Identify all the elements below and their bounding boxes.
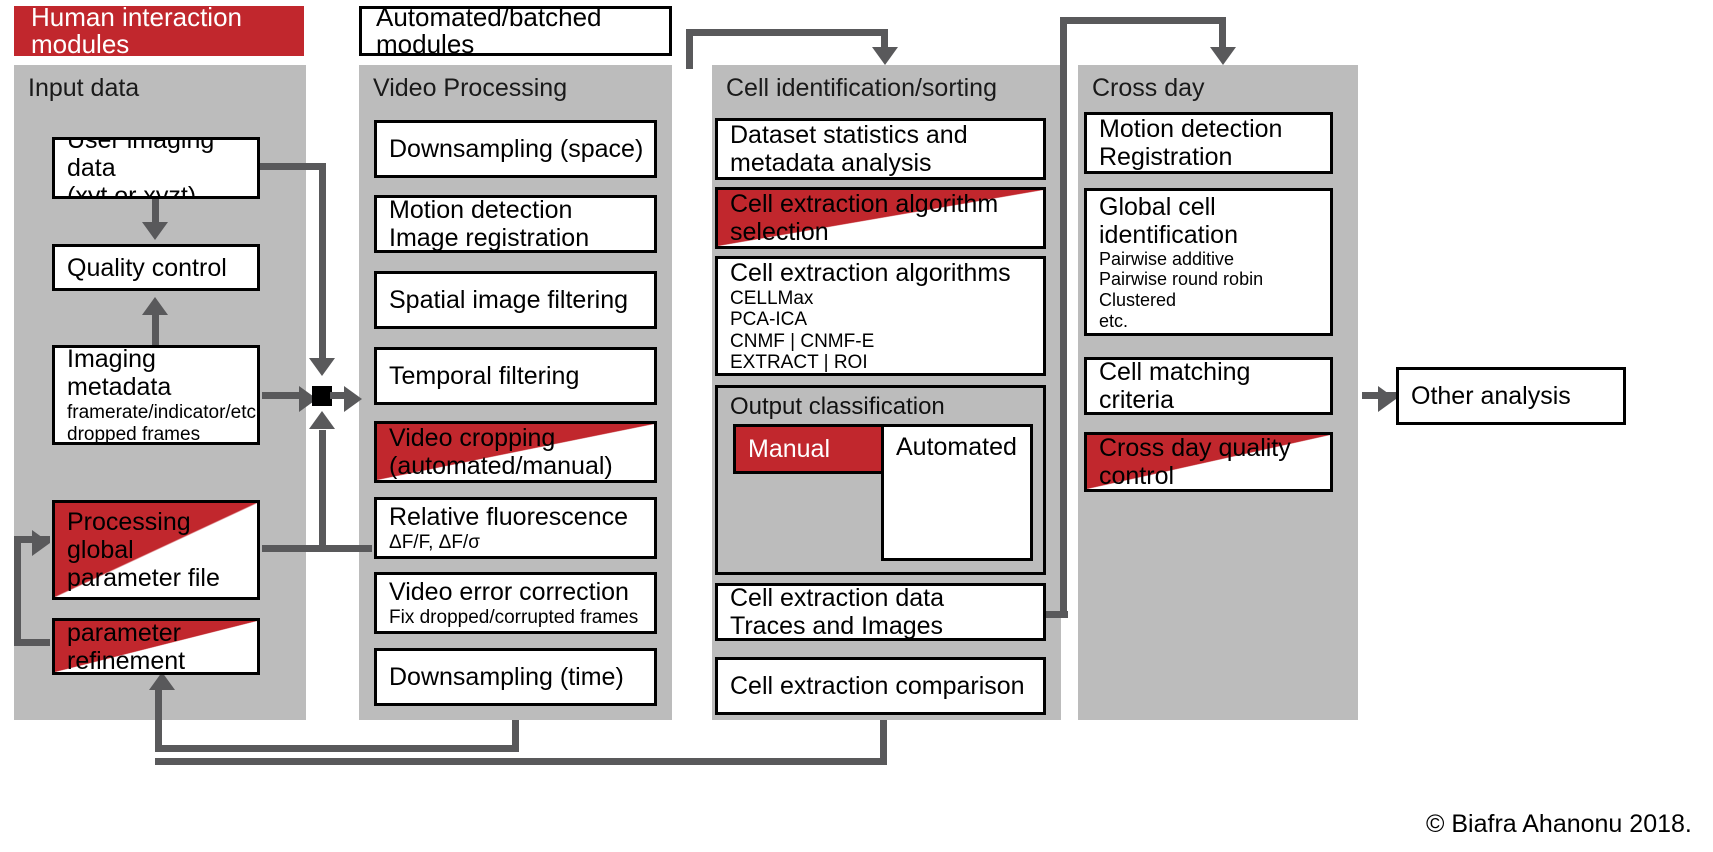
connector-junction-to-video-h: [330, 392, 352, 399]
node-temporal-filtering[interactable]: Temporal filtering: [374, 347, 657, 405]
connector-auto-to-cell-stub: [686, 29, 693, 69]
node-global-cell-identification-detail: Pairwise additive Pairwise round robin C…: [1099, 248, 1264, 331]
node-imaging-metadata-detail: framerate/indicator/etc. dropped frames: [67, 402, 260, 445]
node-relative-fluorescence-detail: ΔF/F, ΔF/σ: [389, 531, 480, 553]
connector-auto-to-cell-v: [881, 29, 888, 51]
node-downsampling-time-title: Downsampling (time): [389, 663, 624, 691]
connector-userimaging-arrow: [309, 358, 335, 376]
feedback-paramrefine-left-h: [14, 639, 50, 646]
legend-human-interaction: Human interaction modules: [14, 1, 304, 59]
connector-paramfile-v: [319, 430, 326, 550]
node-video-cropping[interactable]: Video cropping (automated/manual): [374, 421, 657, 483]
connector-paramfile-arrow: [309, 411, 335, 429]
connector-auto-to-crossday-v: [1219, 17, 1226, 51]
node-relative-fluorescence[interactable]: Relative fluorescence ΔF/F, ΔF/σ: [374, 497, 657, 559]
feedback-video-v: [512, 720, 519, 752]
feedback-cell-v: [880, 720, 887, 765]
node-spatial-image-filtering[interactable]: Spatial image filtering: [374, 271, 657, 329]
node-cell-extraction-data[interactable]: Cell extraction data Traces and Images: [715, 583, 1046, 641]
node-downsampling-time[interactable]: Downsampling (time): [374, 648, 657, 706]
node-downsampling-space[interactable]: Downsampling (space): [374, 120, 657, 178]
connector-crossday-to-other-arrow: [1378, 386, 1396, 412]
connector-metadata-h: [262, 392, 304, 399]
node-cell-extraction-algorithm-selection[interactable]: Cell extraction algorithm selection: [715, 187, 1046, 249]
legend-human-label: Human interaction modules: [31, 1, 242, 59]
node-cell-matching-criteria-title: Cell matching criteria: [1099, 358, 1251, 414]
connector-user-to-quality-arrow: [142, 222, 168, 240]
connector-junction-to-video-arrow: [344, 386, 362, 412]
connector-metadata-to-quality-arrow: [142, 297, 168, 315]
node-parameter-refinement-title: parameter refinement: [67, 618, 186, 675]
node-cell-extraction-algorithms[interactable]: Cell extraction algorithms CELLMax PCA-I…: [715, 256, 1046, 376]
node-quality-control-title: Quality control: [67, 253, 227, 282]
legend-automated-label: Automated/batched modules: [376, 1, 602, 59]
node-global-cell-identification[interactable]: Global cell identification Pairwise addi…: [1084, 188, 1333, 336]
connector-celldata-to-crossday-h: [1046, 611, 1068, 618]
node-user-imaging-data-title: User imaging data: [67, 137, 215, 182]
node-motion-detection-registration-title: Motion detection Image registration: [389, 196, 590, 252]
node-parameter-refinement[interactable]: parameter refinement: [52, 618, 260, 675]
node-spatial-image-filtering-title: Spatial image filtering: [389, 286, 629, 314]
connector-metadata-to-quality: [152, 315, 159, 349]
connector-userimaging-v: [319, 163, 326, 359]
node-cross-day-quality-control-title: Cross day quality control: [1099, 434, 1291, 490]
node-other-analysis-title: Other analysis: [1411, 382, 1571, 410]
node-dataset-statistics[interactable]: Dataset statistics and metadata analysis: [715, 118, 1046, 180]
node-crossday-motion-detection[interactable]: Motion detection Registration: [1084, 112, 1333, 174]
node-cell-extraction-comparison[interactable]: Cell extraction comparison: [715, 657, 1046, 715]
node-relative-fluorescence-title: Relative fluorescence: [389, 502, 629, 531]
group-output-classification-title: Output classification: [730, 393, 945, 420]
node-video-cropping-title: Video cropping (automated/manual): [389, 424, 613, 480]
feedback-cell-h: [155, 758, 887, 765]
panel-video-processing-title: Video Processing: [373, 74, 568, 102]
panel-cross-day-title: Cross day: [1092, 74, 1205, 102]
connector-paramfile-h: [262, 545, 372, 552]
node-temporal-filtering-title: Temporal filtering: [389, 362, 580, 390]
copyright-notice: © Biafra Ahanonu 2018.: [1426, 810, 1692, 838]
node-output-classification-automated[interactable]: Automated: [881, 424, 1033, 561]
node-output-classification-automated-label: Automated: [896, 433, 1017, 461]
node-cell-extraction-comparison-title: Cell extraction comparison: [730, 672, 1025, 700]
node-other-analysis[interactable]: Other analysis: [1396, 367, 1626, 425]
node-quality-control[interactable]: Quality control: [52, 244, 260, 291]
node-imaging-metadata[interactable]: Imaging metadata framerate/indicator/etc…: [52, 345, 260, 445]
node-global-cell-identification-title: Global cell identification: [1099, 192, 1238, 249]
node-motion-detection-registration[interactable]: Motion detection Image registration: [374, 195, 657, 253]
connector-celldata-to-crossday-v: [1060, 17, 1067, 618]
node-cell-extraction-data-title: Cell extraction data Traces and Images: [730, 584, 945, 640]
node-processing-global-parameter-file-title: Processing global parameter file: [67, 508, 220, 592]
feedback-video-h: [155, 745, 519, 752]
node-user-imaging-data-sub: (xyt or xyzt): [67, 182, 197, 199]
legend-automated-batched: Automated/batched modules: [359, 1, 672, 59]
node-imaging-metadata-title: Imaging metadata: [67, 345, 172, 402]
node-cross-day-quality-control[interactable]: Cross day quality control: [1084, 432, 1333, 492]
node-cell-extraction-algorithm-selection-title: Cell extraction algorithm selection: [730, 190, 999, 246]
connector-userimaging-h: [258, 163, 326, 170]
node-video-error-correction-title: Video error correction: [389, 577, 629, 606]
node-cell-extraction-algorithms-title: Cell extraction algorithms: [730, 258, 1011, 287]
feedback-paramfile-left-arrow: [32, 530, 50, 556]
node-dataset-statistics-title: Dataset statistics and metadata analysis: [730, 121, 968, 177]
merge-junction-node: [312, 386, 332, 406]
connector-auto-to-cell-arrow: [872, 47, 898, 65]
node-video-error-correction[interactable]: Video error correction Fix dropped/corru…: [374, 572, 657, 634]
node-video-error-correction-detail: Fix dropped/corrupted frames: [389, 606, 639, 628]
connector-user-to-quality: [152, 199, 159, 225]
node-downsampling-space-title: Downsampling (space): [389, 135, 644, 163]
node-cell-matching-criteria[interactable]: Cell matching criteria: [1084, 357, 1333, 415]
node-cell-extraction-algorithms-detail: CELLMax PCA-ICA CNMF | CNMF-E EXTRACT | …: [730, 287, 875, 373]
connector-auto-to-cell-h: [686, 29, 888, 36]
node-processing-global-parameter-file[interactable]: Processing global parameter file: [52, 500, 260, 600]
connector-auto-to-crossday-arrow: [1210, 47, 1236, 65]
node-user-imaging-data[interactable]: User imaging data (xyt or xyzt): [52, 137, 260, 199]
feedback-to-param-v: [155, 690, 162, 752]
panel-input-data-title: Input data: [28, 74, 140, 102]
node-crossday-motion-detection-title: Motion detection Registration: [1099, 115, 1283, 171]
feedback-to-param-arrow: [149, 672, 175, 690]
feedback-paramfile-left-v: [14, 536, 21, 646]
node-output-classification-manual[interactable]: Manual: [733, 424, 885, 474]
connector-auto-to-crossday-h: [1060, 17, 1226, 24]
node-output-classification-manual-label: Manual: [748, 435, 830, 463]
panel-cell-identification-title: Cell identification/sorting: [726, 74, 997, 102]
